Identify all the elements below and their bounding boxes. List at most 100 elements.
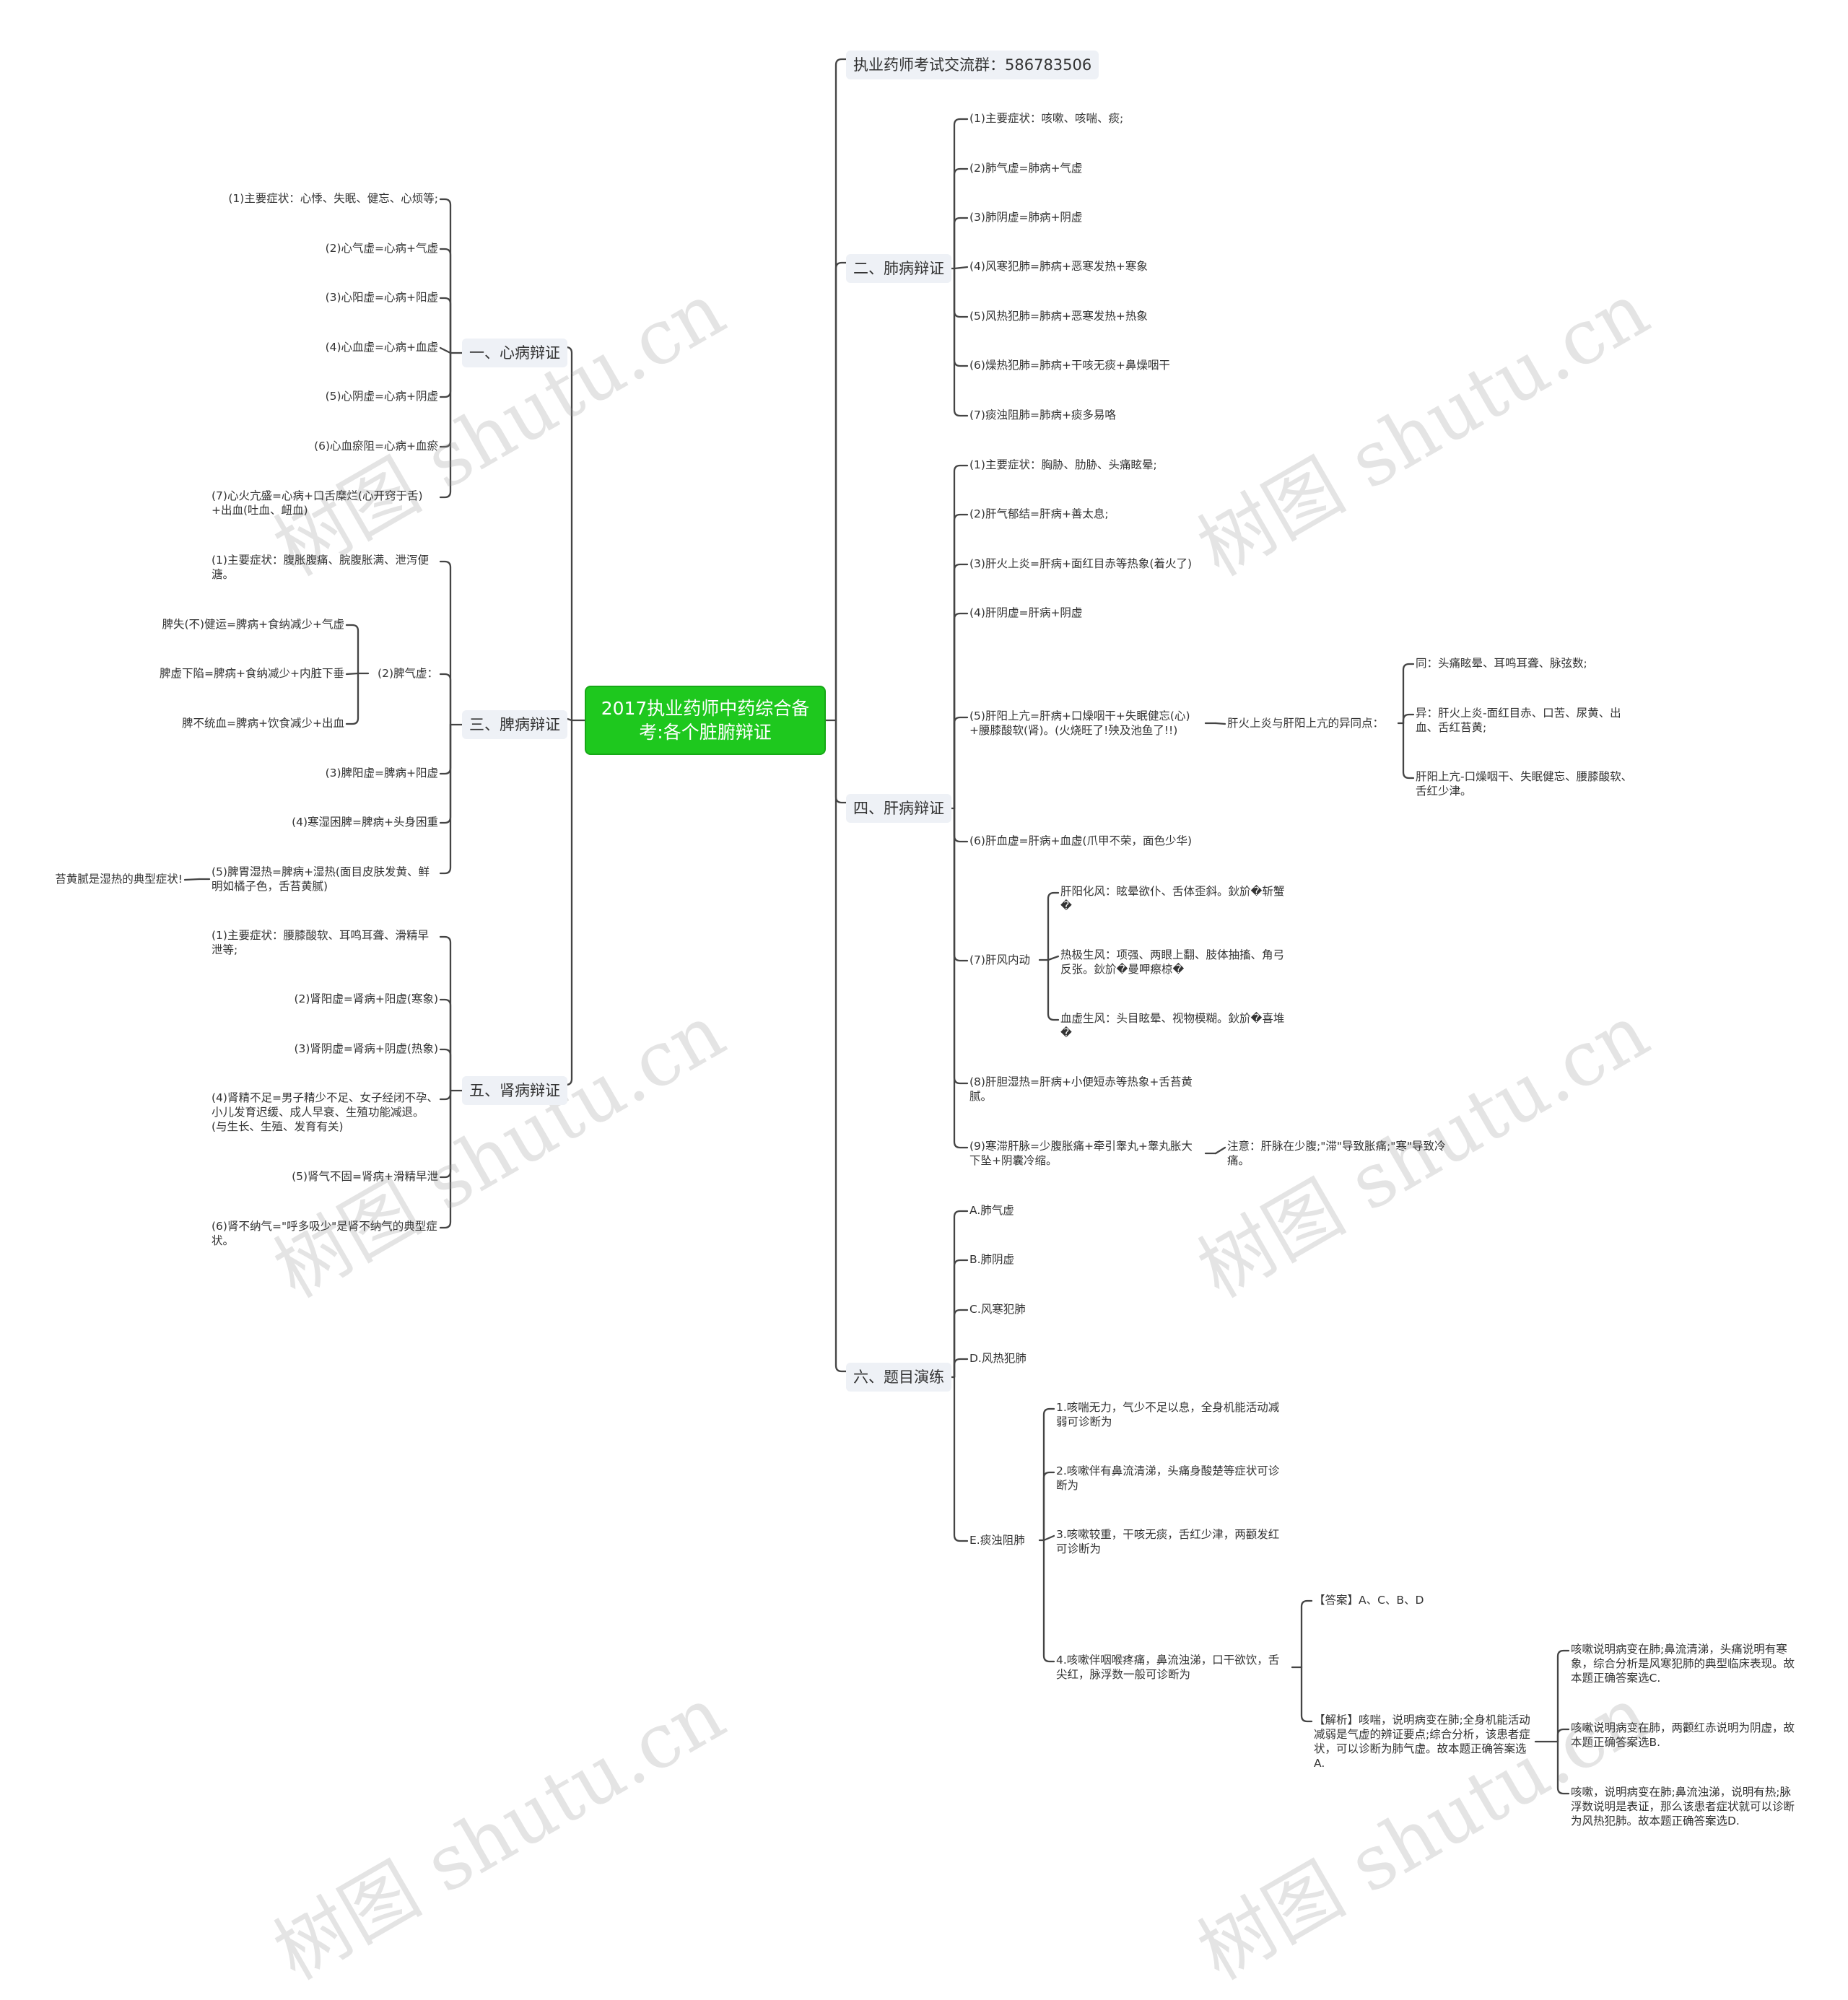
spleen-qi-item[interactable]: 脾虚下陷=脾病+食纳减少+内脏下垂 — [160, 667, 344, 680]
connector-line — [183, 878, 201, 881]
quiz-option[interactable]: D.风热犯肺 — [969, 1352, 1027, 1365]
quiz-answer[interactable]: 【答案】A、C、B、D — [1314, 1594, 1424, 1607]
branch-liver[interactable]: 四、肝病辩证 — [846, 794, 951, 823]
liver-compare-item[interactable]: 肝阳上亢-口燥咽干、失眠健忘、腰膝酸软、舌红少津。 — [1416, 770, 1633, 798]
quiz-option[interactable]: E.痰浊阻肺 — [969, 1534, 1025, 1547]
liver-wind-item[interactable]: 血虚生风：头目眩晕、视物模糊。鈥斺�喜堆� — [1060, 1012, 1285, 1039]
connector-line — [953, 612, 969, 810]
liver-item[interactable]: (5)肝阳上亢=肝病+口燥咽干+失眠健忘(心)+腰膝酸软(肾)。(火烧旺了!殃及… — [969, 709, 1190, 737]
connector-line — [439, 935, 452, 1092]
quiz-analysis-item[interactable]: 咳嗽，说明病变在肺;鼻流浊涕，说明有热;脉浮数说明是表证，那么该患者症状就可以诊… — [1571, 1786, 1795, 1827]
connector-line — [439, 560, 452, 726]
liver-wind-item[interactable]: 热极生风：项强、两眼上翻、肢体抽搐、角弓反张。鈥斺�曼呷瘵椋� — [1060, 948, 1285, 976]
heart-item[interactable]: (6)心血瘀阻=心病+血瘀 — [314, 440, 438, 453]
connector-line — [953, 267, 969, 318]
liver-item[interactable]: (6)肝血虚=肝病+血虚(爪甲不荣，面色少华) — [969, 834, 1193, 847]
spleen-note[interactable]: 苔黄腻是湿热的典型症状! — [55, 873, 183, 886]
liver-compare-note[interactable]: 肝火上炎与肝阳上亢的异同点： — [1227, 717, 1385, 730]
connector-line — [565, 346, 573, 722]
spleen-qi-item[interactable]: 脾失(不)健运=脾病+食纳减少+气虚 — [162, 618, 344, 631]
root-topic[interactable]: 2017执业药师中药综合备考:各个脏腑辩证 — [585, 686, 826, 755]
quiz-question[interactable]: 1.咳喘无力，气少不足以息，全身机能活动减弱可诊断为 — [1056, 1401, 1280, 1428]
kidney-item[interactable]: (4)肾精不足=男子精少不足、女子经闭不孕、小儿发育迟缓、成人早衰、生殖功能减退… — [212, 1091, 438, 1133]
connector-line — [953, 716, 969, 810]
branch-kidney[interactable]: 五、肾病辩证 — [462, 1076, 567, 1105]
connector-line — [834, 719, 847, 1373]
connector-line — [439, 1089, 452, 1101]
liver-item[interactable]: (1)主要症状：胸胁、肋胁、头痛眩晕; — [969, 458, 1157, 471]
connector-line — [439, 1048, 452, 1092]
connector-line — [439, 351, 452, 398]
kidney-item[interactable]: (1)主要症状：腰膝酸软、耳鸣耳聋、滑精早泄等; — [212, 929, 429, 956]
heart-item[interactable]: (2)心气虚=心病+气虚 — [325, 242, 438, 255]
lung-item[interactable]: (2)肺气虚=肺病+气虚 — [969, 162, 1083, 175]
branch-quiz[interactable]: 六、题目演练 — [846, 1363, 951, 1392]
connector-line — [953, 807, 969, 1149]
connector-line — [1556, 1649, 1570, 1743]
quiz-option[interactable]: C.风寒犯肺 — [969, 1303, 1026, 1316]
spleen-item[interactable]: (1)主要症状：腹胀腹痛、脘腹胀满、泄泻便溏。 — [212, 554, 429, 581]
connector-line — [953, 167, 969, 270]
kidney-item[interactable]: (5)肾气不固=肾病+滑精早泄 — [292, 1170, 438, 1183]
heart-item[interactable]: (5)心阴虚=心病+阴虚 — [325, 390, 438, 403]
branch-exam-group[interactable]: 执业药师考试交流群：586783506 — [846, 51, 1099, 79]
spleen-item[interactable]: (5)脾胃湿热=脾病+湿热(面目皮肤发黄、鲜明如橘子色，舌苔黄腻) — [212, 865, 430, 893]
liver-item[interactable]: (8)肝胆湿热=肝病+小便短赤等热象+舌苔黄腻。 — [969, 1075, 1193, 1103]
connector-line — [1042, 1407, 1055, 1542]
liver-note[interactable]: 注意：肝脉在少腹;"滞"导致胀痛;"寒"导致冷痛。 — [1227, 1140, 1446, 1167]
quiz-analysis-item[interactable]: 咳嗽说明病变在肺;鼻流清涕，头痛说明有寒象，综合分析是风寒犯肺的典型临床表现。故… — [1571, 1643, 1795, 1685]
branch-lung[interactable]: 二、肺病辩证 — [846, 254, 951, 283]
quiz-analysis-item[interactable]: 咳嗽说明病变在肺，两颧红赤说明为阴虚，故本题正确答案选B. — [1571, 1721, 1795, 1749]
branch-spleen[interactable]: 三、脾病辩证 — [462, 710, 567, 739]
spleen-qi-item[interactable]: 脾不统血=脾病+饮食减少+出血 — [182, 717, 344, 730]
connector-line — [1214, 722, 1226, 725]
connector-line — [1214, 1146, 1226, 1155]
connector-line — [439, 198, 452, 354]
quiz-analysis[interactable]: 【解析】咳喘，说明病变在肺;全身机能活动减弱是气虚的辨证要点;综合分析，该患者症… — [1314, 1713, 1530, 1770]
spleen-item[interactable]: (2)脾气虚： — [378, 667, 438, 680]
heart-item[interactable]: (1)主要症状：心悸、失眠、健忘、心烦等; — [228, 192, 438, 205]
liver-item[interactable]: (7)肝风内动 — [969, 953, 1030, 966]
spleen-item[interactable]: (3)脾阳虚=脾病+阳虚 — [325, 767, 438, 780]
quiz-option[interactable]: A.肺气虚 — [969, 1204, 1014, 1217]
lung-item[interactable]: (7)痰浊阻肺=肺病+痰多易咯 — [969, 409, 1116, 422]
quiz-question[interactable]: 3.咳嗽较重，干咳无痰，舌红少津，两颧发红可诊断为 — [1056, 1528, 1280, 1555]
connector-line — [1047, 958, 1060, 1021]
connector-line — [953, 1210, 969, 1379]
quiz-option[interactable]: B.肺阴虚 — [969, 1253, 1015, 1266]
connector-line — [439, 351, 452, 448]
liver-compare-item[interactable]: 同：头痛眩晕、耳鸣耳聋、脉弦数; — [1416, 657, 1587, 670]
connector-line — [953, 266, 969, 270]
quiz-question[interactable]: 2.咳嗽伴有鼻流清涕，头痛身酸楚等症状可诊断为 — [1056, 1464, 1280, 1492]
mind-map-canvas: 树图 shutu.cn 树图 shutu.cn 树图 shutu.cn 树图 s… — [55, 51, 1795, 1996]
heart-item[interactable]: (4)心血虚=心病+血虚 — [325, 341, 438, 354]
connector-line — [1300, 1599, 1313, 1669]
heart-item[interactable]: (7)心火亢盛=心病+口舌糜烂(心开窍于舌)+出血(吐血、衄血) — [212, 489, 423, 517]
heart-item[interactable]: (3)心阳虚=心病+阳虚 — [325, 291, 438, 304]
spleen-item[interactable]: (4)寒湿困脾=脾病+头身困重 — [292, 816, 438, 829]
connector-line — [439, 723, 452, 875]
liver-item[interactable]: (9)寒滞肝脉=少腹胀痛+牵引睾丸+睾丸胀大下坠+阴囊冷缩。 — [969, 1140, 1193, 1167]
kidney-item[interactable]: (6)肾不纳气="呼多吸少"是肾不纳气的典型症状。 — [212, 1220, 437, 1247]
connector-line — [953, 1309, 969, 1379]
lung-item[interactable]: (6)燥热犯肺=肺病+干咳无痰+鼻燥咽干 — [969, 359, 1170, 372]
connector-line — [1042, 1534, 1055, 1542]
liver-compare-item[interactable]: 异：肝火上炎-面红目赤、口苦、尿黄、出血、舌红苔黄; — [1416, 707, 1621, 734]
branch-heart[interactable]: 一、心病辩证 — [462, 339, 567, 367]
lung-item[interactable]: (3)肺阴虚=肺病+阴虚 — [969, 211, 1083, 224]
liver-item[interactable]: (2)肝气郁结=肝病+善太息; — [969, 507, 1109, 520]
lung-item[interactable]: (5)风热犯肺=肺病+恶寒发热+热象 — [969, 310, 1148, 323]
liver-wind-item[interactable]: 肝阳化风：眩晕欲仆、舌体歪斜。鈥斺�斩蟹� — [1060, 885, 1285, 912]
connector-line — [953, 807, 969, 962]
connector-line — [345, 672, 359, 725]
kidney-item[interactable]: (2)肾阳虚=肾病+阳虚(寒象) — [294, 992, 438, 1005]
liver-item[interactable]: (4)肝阴虚=肝病+阴虚 — [969, 606, 1083, 619]
lung-item[interactable]: (4)风寒犯肺=肺病+恶寒发热+寒象 — [969, 260, 1148, 273]
connector-line — [1556, 1740, 1570, 1795]
liver-item[interactable]: (3)肝火上炎=肝病+面红目赤等热象(着火了) — [969, 557, 1193, 570]
quiz-question[interactable]: 4.咳嗽伴咽喉疼痛，鼻流浊涕，口干欲饮，舌尖红，脉浮数一般可诊断为 — [1056, 1654, 1280, 1681]
connector-line — [439, 723, 452, 775]
kidney-item[interactable]: (3)肾阴虚=肾病+阴虚(热象) — [294, 1042, 438, 1055]
connector-line — [1402, 713, 1415, 725]
lung-item[interactable]: (1)主要症状：咳嗽、咳喘、痰; — [969, 112, 1124, 125]
